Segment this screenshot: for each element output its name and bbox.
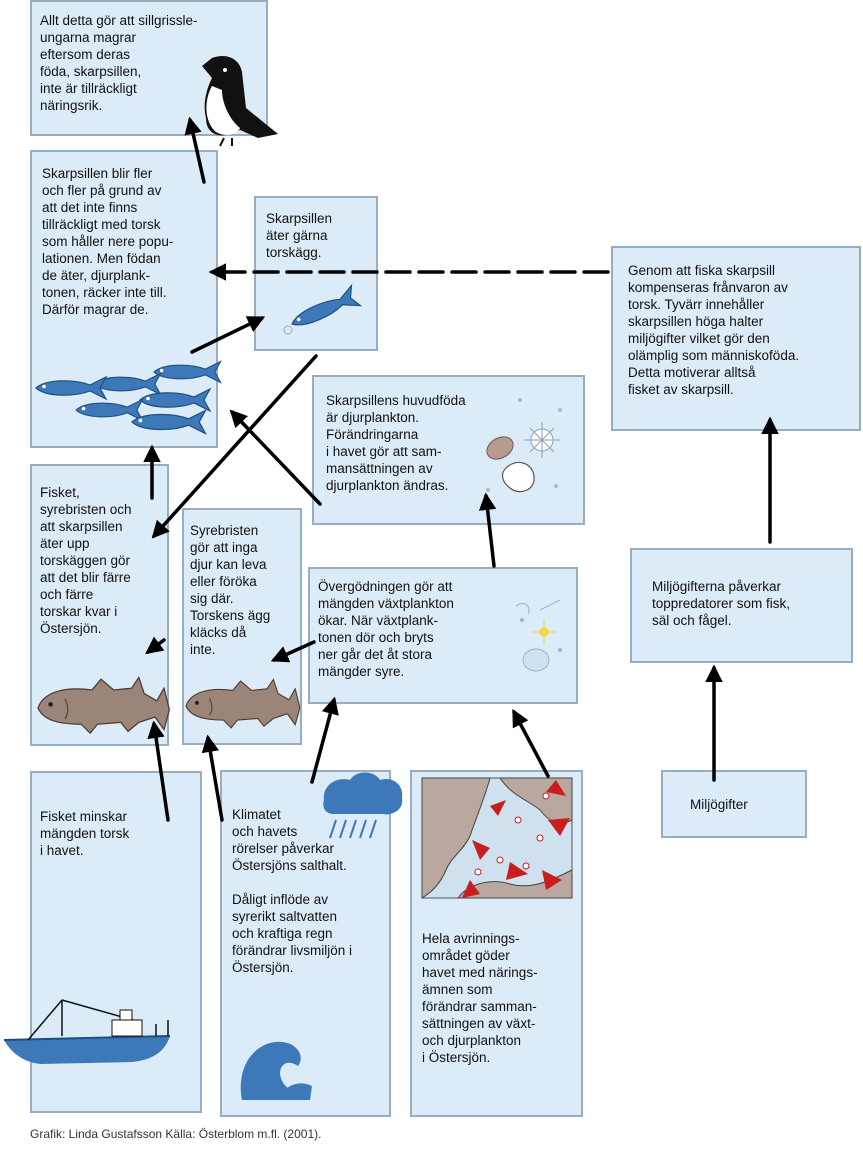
fishing-boat-icon [3,999,171,1064]
arrow [151,354,318,539]
arrow [310,696,339,784]
phytoplankton-icon [515,599,562,672]
arrow [201,734,224,822]
guillemot-icon [202,55,278,147]
box-toxins-affect [630,548,853,663]
arrow [478,492,497,568]
text-sprat-growth: Skarpsillen blir fler och fler på grund … [42,166,174,317]
arrow [512,708,550,778]
plankton-icon [486,398,562,493]
credit-text: Grafik: Linda Gustafsson Källa: Österblo… [30,1127,322,1141]
text-fishing-sprat: Genom att fiska skarpsill kompenseras fr… [628,263,800,397]
arrow [147,720,170,822]
text-drainage: Hela avrinnings- området göder havet med… [422,931,538,1065]
cod-icon [37,676,171,734]
text-fishing-cod: Fisket minskar mängden torsk i havet. [40,809,130,858]
sprat-icon [286,284,362,335]
text-toxins-affect: Miljögifterna påverkar toppredatorer som… [652,579,791,628]
wave-icon [240,1041,306,1100]
text-eutrophication: Övergödningen gör att mängden växtplankt… [318,579,454,679]
text-sprat-eats-eggs: Skarpsillen äter gärna torskägg. [266,211,333,260]
box-fishing-sprat [611,246,861,431]
arrow [190,316,266,354]
text-fewer-cod: Fisket, syrebristen och att skarpsillen … [40,485,132,636]
text-toxins: Miljögifter [690,797,748,812]
arrow [270,640,316,663]
arrow [145,636,166,655]
rain-cloud-icon [323,772,403,839]
text-climate: Klimatet och havets rörelser påverkar Ös… [232,807,353,975]
text-zooplankton: Skarpsillens huvudföda är djurplankton. … [326,393,466,493]
box-toxins [661,770,807,838]
box-eutrophication [308,567,578,704]
text-guillemot: Allt detta gör att sillgrisslе- ungarna … [40,13,198,113]
text-oxygen: Syrebristen gör att inga djur kan leva e… [190,523,271,657]
baltic-map-icon [421,777,573,899]
arrow [229,409,322,506]
arrow [184,116,206,184]
cod-icon [185,678,301,729]
sprat-school-icon [35,360,222,435]
